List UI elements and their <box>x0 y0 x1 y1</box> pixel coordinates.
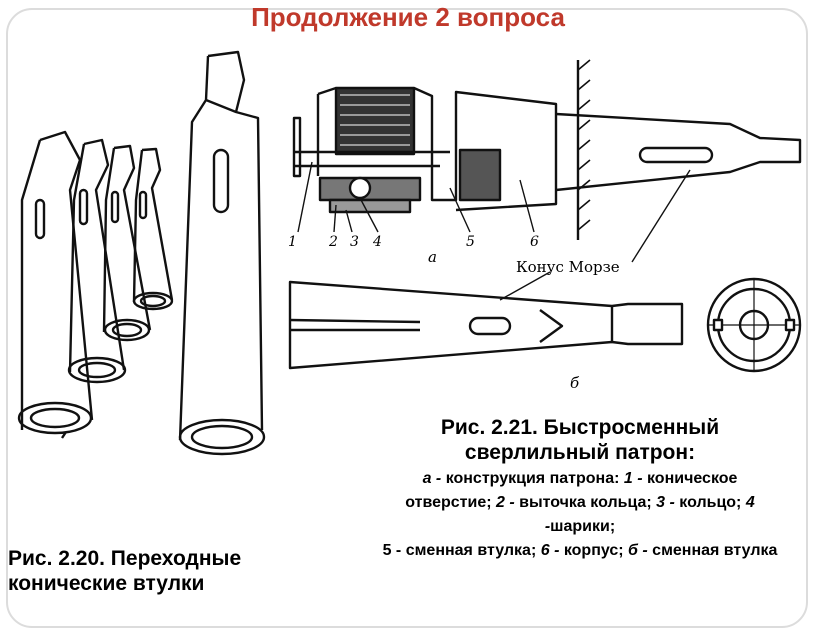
sleeve-1 <box>20 130 94 430</box>
large-sleeve-bore <box>178 418 266 456</box>
sleeve-2-bore-inner <box>77 361 117 379</box>
sleeve-3 <box>102 144 152 333</box>
slide-title: Продолжение 2 вопроса <box>251 2 565 32</box>
sleeve-3-bore <box>103 318 151 342</box>
item-key: а - <box>422 470 442 488</box>
large-sleeve-bore-inner <box>190 424 254 450</box>
sleeve-4-bore-inner <box>139 294 167 308</box>
label-6: 6 <box>530 234 539 250</box>
knurled-ring <box>334 86 416 156</box>
section-hatch <box>458 148 502 202</box>
figure-2-21-caption: Рис. 2.21. Быстросменный сверлильный пат… <box>380 415 780 563</box>
label-view-b: б <box>570 374 580 392</box>
label-3: 3 <box>350 234 359 250</box>
caption-line-2: конические втулки <box>8 572 205 596</box>
sleeve-1-bore-inner <box>29 407 81 429</box>
sleeve-end-view <box>706 277 802 373</box>
label-2: 2 <box>328 234 338 250</box>
caption-items: а - конструкция патрона: 1 - коническое … <box>382 470 778 560</box>
large-sleeve-slot <box>212 148 230 214</box>
large-sleeve <box>178 50 266 456</box>
sleeve-2-slot <box>78 188 89 226</box>
label-view-a: а <box>428 248 437 266</box>
sleeve-4-slot <box>138 190 148 220</box>
sleeve-3-slot <box>110 190 120 224</box>
figure-2-20-caption: Рис. 2.20. Переходные конические втулки <box>8 546 328 596</box>
sleeve-1-slot <box>34 198 46 240</box>
label-4: 4 <box>372 234 382 250</box>
caption-head: Рис. 2.21. Быстросменный сверлильный пат… <box>440 416 720 465</box>
sleeve-3-bore-inner <box>111 322 143 338</box>
sleeve-2-bore <box>67 356 127 384</box>
shank-slot <box>638 146 714 164</box>
sleeve-4-bore <box>132 291 174 311</box>
sleeve-view-b: б <box>288 271 684 392</box>
caption-line-1: Рис. 2.20. Переходные <box>8 547 242 570</box>
technical-drawing: 1 2 3 4 5 6 а Конус Морзе б <box>17 50 802 456</box>
label-5: 5 <box>466 234 475 250</box>
small-sleeves-group <box>17 130 174 439</box>
sleeve-1-bore <box>17 401 93 435</box>
ball <box>348 176 372 200</box>
label-1: 1 <box>288 234 297 250</box>
label-morse-cone: Конус Морзе <box>516 258 620 276</box>
sleeve-b-slot <box>468 316 512 336</box>
sleeve-2 <box>68 138 126 373</box>
chuck-assembly-view-a: 1 2 3 4 5 6 а Конус Морзе <box>288 59 802 276</box>
sleeve-4 <box>132 147 174 303</box>
